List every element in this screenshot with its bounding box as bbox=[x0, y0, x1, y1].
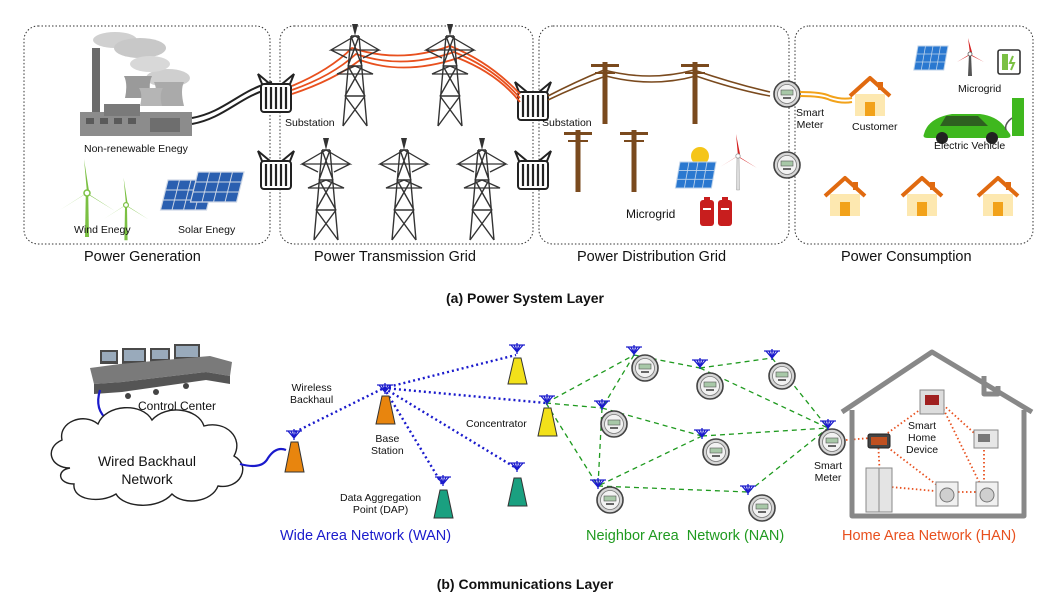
solar-panel-icon bbox=[674, 147, 717, 189]
microgrid-consumption-label: Microgrid bbox=[958, 83, 1002, 95]
wired-backhaul-label: Wired Backhaul Network bbox=[97, 453, 197, 487]
power-distribution-panel bbox=[538, 25, 790, 245]
power-generation-title: Power Generation bbox=[84, 249, 201, 265]
wan-title: Wide Area Network (WAN) bbox=[280, 528, 452, 544]
base-station-icon bbox=[284, 382, 396, 473]
power-distribution-title: Power Distribution Grid bbox=[577, 249, 727, 265]
nan-title: Neighbor Area Network (NAN) bbox=[586, 528, 785, 544]
base-station-label: Base Station bbox=[371, 433, 404, 457]
distribution-line bbox=[547, 69, 771, 101]
power-generation-panel bbox=[23, 25, 271, 245]
microgrid-distribution-label: Microgrid bbox=[626, 207, 676, 221]
power-plant-icon bbox=[80, 32, 192, 136]
control-center-label: Control Center bbox=[138, 399, 217, 413]
electric-vehicle-label: Electric Vehicle bbox=[934, 140, 1006, 152]
dap-label: Data Aggregation Point (DAP) bbox=[340, 492, 422, 516]
substation-label-1: Substation bbox=[285, 117, 335, 129]
appliance-icon bbox=[865, 389, 999, 513]
home-outline bbox=[840, 349, 1034, 519]
power-layer-caption: (a) Power System Layer bbox=[446, 290, 604, 306]
electric-car-icon bbox=[923, 98, 1024, 144]
power-consumption-title: Power Consumption bbox=[841, 249, 972, 265]
solar-label: Solar Enegy bbox=[178, 224, 236, 236]
control-desk-icon bbox=[90, 344, 232, 399]
wind-turbine-icon bbox=[719, 133, 758, 191]
non-renewable-label: Non-renewable Enegy bbox=[84, 143, 188, 155]
battery-icon bbox=[997, 49, 1021, 75]
nan-link bbox=[545, 354, 829, 493]
wireless-backhaul-label: Wireless Backhaul bbox=[290, 382, 334, 406]
customer-label: Customer bbox=[852, 121, 898, 133]
smart-meter-comm-label: Smart Meter bbox=[814, 460, 843, 484]
power-consumption-panel bbox=[794, 25, 1034, 245]
power-transmission-title: Power Transmission Grid bbox=[314, 249, 476, 265]
transmission-tower-icon bbox=[301, 23, 507, 241]
wind-turbine-icon bbox=[957, 38, 984, 76]
power-transmission-panel bbox=[279, 25, 534, 245]
dap-icon bbox=[433, 460, 528, 519]
wan-link bbox=[294, 353, 547, 485]
smart-meter-icon bbox=[596, 354, 846, 522]
smart-home-device-label: Smart Home Device bbox=[906, 420, 939, 456]
substation-label-2: Substation bbox=[542, 117, 592, 129]
smart-meter-power-label: Smart Meter bbox=[796, 107, 825, 131]
solar-panel-icon bbox=[913, 45, 949, 71]
han-title: Home Area Network (HAN) bbox=[842, 528, 1017, 544]
wind-label: Wind Enegy bbox=[74, 224, 131, 236]
transmission-line bbox=[291, 45, 521, 103]
battery-icon bbox=[700, 197, 732, 226]
cloud-icon bbox=[50, 406, 244, 506]
comm-layer-caption: (b) Communications Layer bbox=[436, 576, 614, 592]
concentrator-icon bbox=[507, 342, 558, 437]
concentrator-label: Concentrator bbox=[466, 418, 527, 430]
solar-panel-icon bbox=[159, 171, 245, 211]
